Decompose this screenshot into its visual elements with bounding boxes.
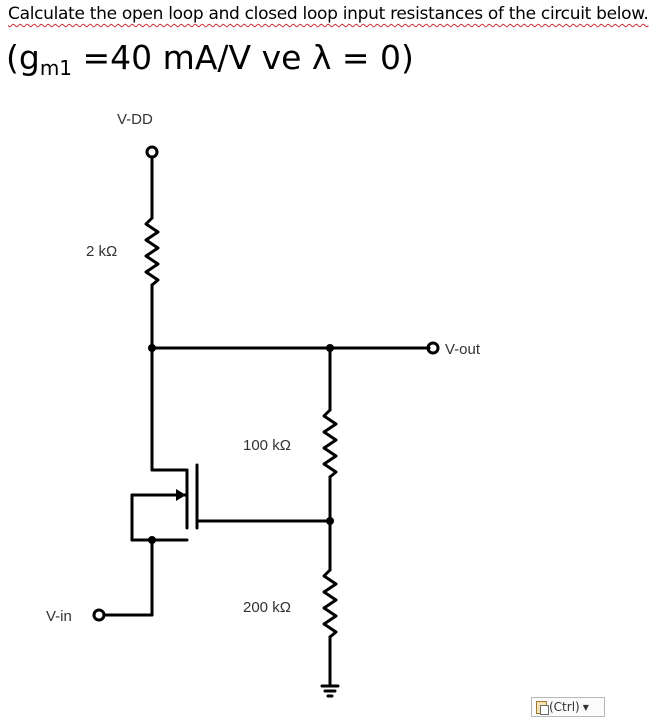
vdd-label: V-DD	[117, 111, 153, 128]
parameters-text: (gm1 =40 mA/V ve λ = 0)	[6, 38, 414, 80]
resistor-200k-label: 200 kΩ	[243, 599, 291, 616]
resistor-100k	[322, 408, 338, 479]
mosfet	[130, 463, 332, 617]
vin-label: V-in	[46, 608, 72, 625]
drain-resistor	[144, 216, 160, 287]
question-text: Calculate the open loop and closed loop …	[8, 4, 649, 24]
node-dot-output-right	[326, 344, 334, 352]
chevron-down-icon: ▼	[582, 702, 589, 712]
params-subscript: m1	[39, 56, 73, 80]
paste-options-label: (Ctrl)	[549, 700, 580, 714]
ground-symbol	[320, 684, 340, 698]
paste-options-button[interactable]: (Ctrl) ▼	[531, 697, 605, 717]
vout-label: V-out	[445, 341, 481, 358]
resistor-200k	[322, 568, 338, 639]
resistor-100k-label: 100 kΩ	[243, 437, 291, 454]
node-dot-source	[148, 536, 156, 544]
vout-terminal	[426, 341, 440, 355]
params-rest: =40 mA/V ve λ = 0)	[72, 38, 414, 77]
params-open: (g	[6, 38, 40, 77]
node-dot-output-left	[148, 344, 156, 352]
drain-resistor-label: 2 kΩ	[86, 243, 117, 260]
vin-terminal	[92, 608, 106, 622]
clipboard-icon	[536, 700, 549, 715]
node-dot-divider	[326, 517, 334, 525]
mosfet-arrow	[176, 489, 186, 501]
